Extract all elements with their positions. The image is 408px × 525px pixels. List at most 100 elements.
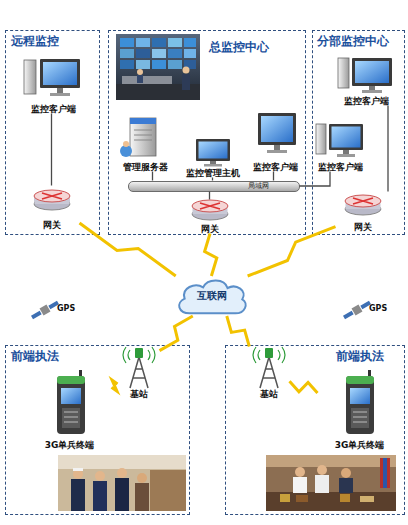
client-computer: 监控客户端 bbox=[313, 120, 369, 172]
handheld-terminal-icon bbox=[57, 370, 85, 434]
network-cable bbox=[273, 172, 274, 181]
control-room-photo-part bbox=[137, 75, 143, 83]
handheld-terminal-icon-part bbox=[346, 376, 374, 434]
gps-label: GPS bbox=[57, 304, 75, 314]
control-room-photo bbox=[116, 34, 200, 100]
router-icon-part bbox=[353, 198, 373, 204]
handheld-terminal: 3G单兵终端 bbox=[28, 372, 112, 450]
client-computer-icon-part bbox=[274, 145, 280, 150]
field-photo-part bbox=[341, 468, 351, 478]
field-photo-part bbox=[73, 469, 83, 479]
server-icon-part bbox=[134, 140, 152, 141]
client-computer-icon-part bbox=[369, 86, 375, 90]
router-icon-part bbox=[345, 195, 381, 207]
router-icon bbox=[192, 200, 228, 220]
handheld-terminal-icon-part bbox=[350, 388, 370, 404]
device-label: 管理服务器 bbox=[123, 162, 168, 172]
network-cable bbox=[212, 178, 213, 181]
control-room-photo-part bbox=[182, 74, 190, 90]
handheld-terminal-icon bbox=[346, 370, 374, 434]
field-photo-part bbox=[150, 470, 186, 511]
base-station-icon bbox=[253, 347, 285, 388]
monitor-zone: 分部监控中心监控客户端监控客户端网关 bbox=[312, 30, 405, 235]
field-photo-part bbox=[266, 455, 396, 467]
router-icon-part bbox=[34, 190, 70, 202]
field-photo-part bbox=[293, 477, 307, 493]
device-label: 监控客户端 bbox=[344, 96, 389, 106]
zone-heading: 前端执法 bbox=[11, 349, 59, 363]
management-host: 监控管理主机 bbox=[178, 138, 248, 178]
field-photo-part bbox=[58, 455, 186, 469]
device-label: 基站 bbox=[260, 389, 278, 399]
lan-bus: 局域网 bbox=[128, 181, 300, 192]
control-room-photo-part bbox=[136, 49, 150, 58]
field-photo bbox=[266, 455, 396, 511]
client-computer-icon-part bbox=[50, 93, 70, 96]
control-room-photo-part bbox=[168, 49, 182, 58]
control-room-photo-part bbox=[152, 49, 166, 58]
cloud-outline bbox=[179, 280, 245, 313]
gps-label: GPS bbox=[369, 304, 387, 314]
device-label: 3G单兵终端 bbox=[335, 440, 385, 450]
network-cable bbox=[387, 106, 388, 192]
control-room-photo-part bbox=[152, 38, 166, 47]
gps-satellite-icon bbox=[342, 299, 372, 321]
handheld-terminal: 3G单兵终端 bbox=[318, 372, 402, 450]
field-photo-part bbox=[380, 458, 390, 488]
wireless-link bbox=[160, 316, 193, 351]
field-photo-part bbox=[383, 458, 387, 488]
handheld-terminal-icon-part bbox=[346, 376, 374, 384]
host-computer-icon-part bbox=[210, 161, 216, 164]
router-icon-part bbox=[192, 200, 228, 212]
client-computer-icon-part bbox=[337, 154, 355, 157]
zone-heading: 前端执法 bbox=[336, 349, 384, 363]
client-computer-icon-part bbox=[57, 88, 63, 93]
field-photo-part bbox=[73, 468, 83, 471]
handheld-terminal-icon-part bbox=[353, 412, 367, 422]
server-icon-part bbox=[130, 118, 156, 124]
management-server: 管理服务器 bbox=[114, 118, 178, 172]
monitor-zone: 远程监控监控客户端网关 bbox=[5, 30, 100, 235]
control-room-photo-part bbox=[136, 38, 150, 47]
device-label: 监控管理主机 bbox=[186, 168, 240, 178]
device-label: 网关 bbox=[43, 220, 61, 230]
gateway-router: 网关 bbox=[24, 186, 80, 230]
control-room-photo-part bbox=[184, 38, 196, 47]
wireless-link bbox=[80, 223, 176, 276]
control-room-photo-part bbox=[122, 76, 172, 84]
device-label: 3G单兵终端 bbox=[45, 440, 95, 450]
device-label: 基站 bbox=[130, 389, 148, 399]
client-computer-icon bbox=[338, 58, 392, 93]
field-photo-part bbox=[339, 478, 353, 493]
client-computer-icon-part bbox=[362, 90, 382, 93]
base-station: 基站 bbox=[248, 347, 290, 399]
client-computer: 监控客户端 bbox=[18, 56, 90, 114]
field-photo-part bbox=[296, 495, 308, 502]
control-room-photo-part bbox=[183, 67, 190, 74]
wireless-link bbox=[112, 380, 118, 391]
lan-label: 局域网 bbox=[248, 182, 269, 191]
client-computer-icon-part bbox=[355, 61, 389, 83]
base-station-icon bbox=[123, 347, 155, 388]
zone-heading: 分部监控中心 bbox=[317, 34, 389, 48]
device-label: 监控客户端 bbox=[318, 162, 363, 172]
zone-heading: 远程监控 bbox=[11, 34, 59, 48]
wireless-link bbox=[205, 234, 217, 277]
control-room-photo-part bbox=[120, 49, 134, 58]
host-computer-icon-part bbox=[196, 139, 230, 161]
gps-satellite-icon bbox=[30, 299, 60, 321]
router-icon bbox=[34, 190, 70, 210]
control-room-photo-part bbox=[136, 60, 150, 69]
field-photo-part bbox=[360, 496, 374, 502]
wireless-link bbox=[248, 227, 336, 276]
field-photo-part bbox=[317, 465, 327, 475]
base-station-icon-part bbox=[135, 348, 143, 358]
field-photo-part bbox=[93, 481, 107, 511]
base-station-icon-part bbox=[130, 357, 148, 388]
control-room-photo-part bbox=[116, 34, 200, 100]
base-station-icon-part bbox=[253, 347, 285, 363]
host-computer-icon-part bbox=[199, 142, 228, 159]
client-computer-icon-part bbox=[343, 150, 349, 154]
client-computer-icon bbox=[24, 59, 80, 96]
